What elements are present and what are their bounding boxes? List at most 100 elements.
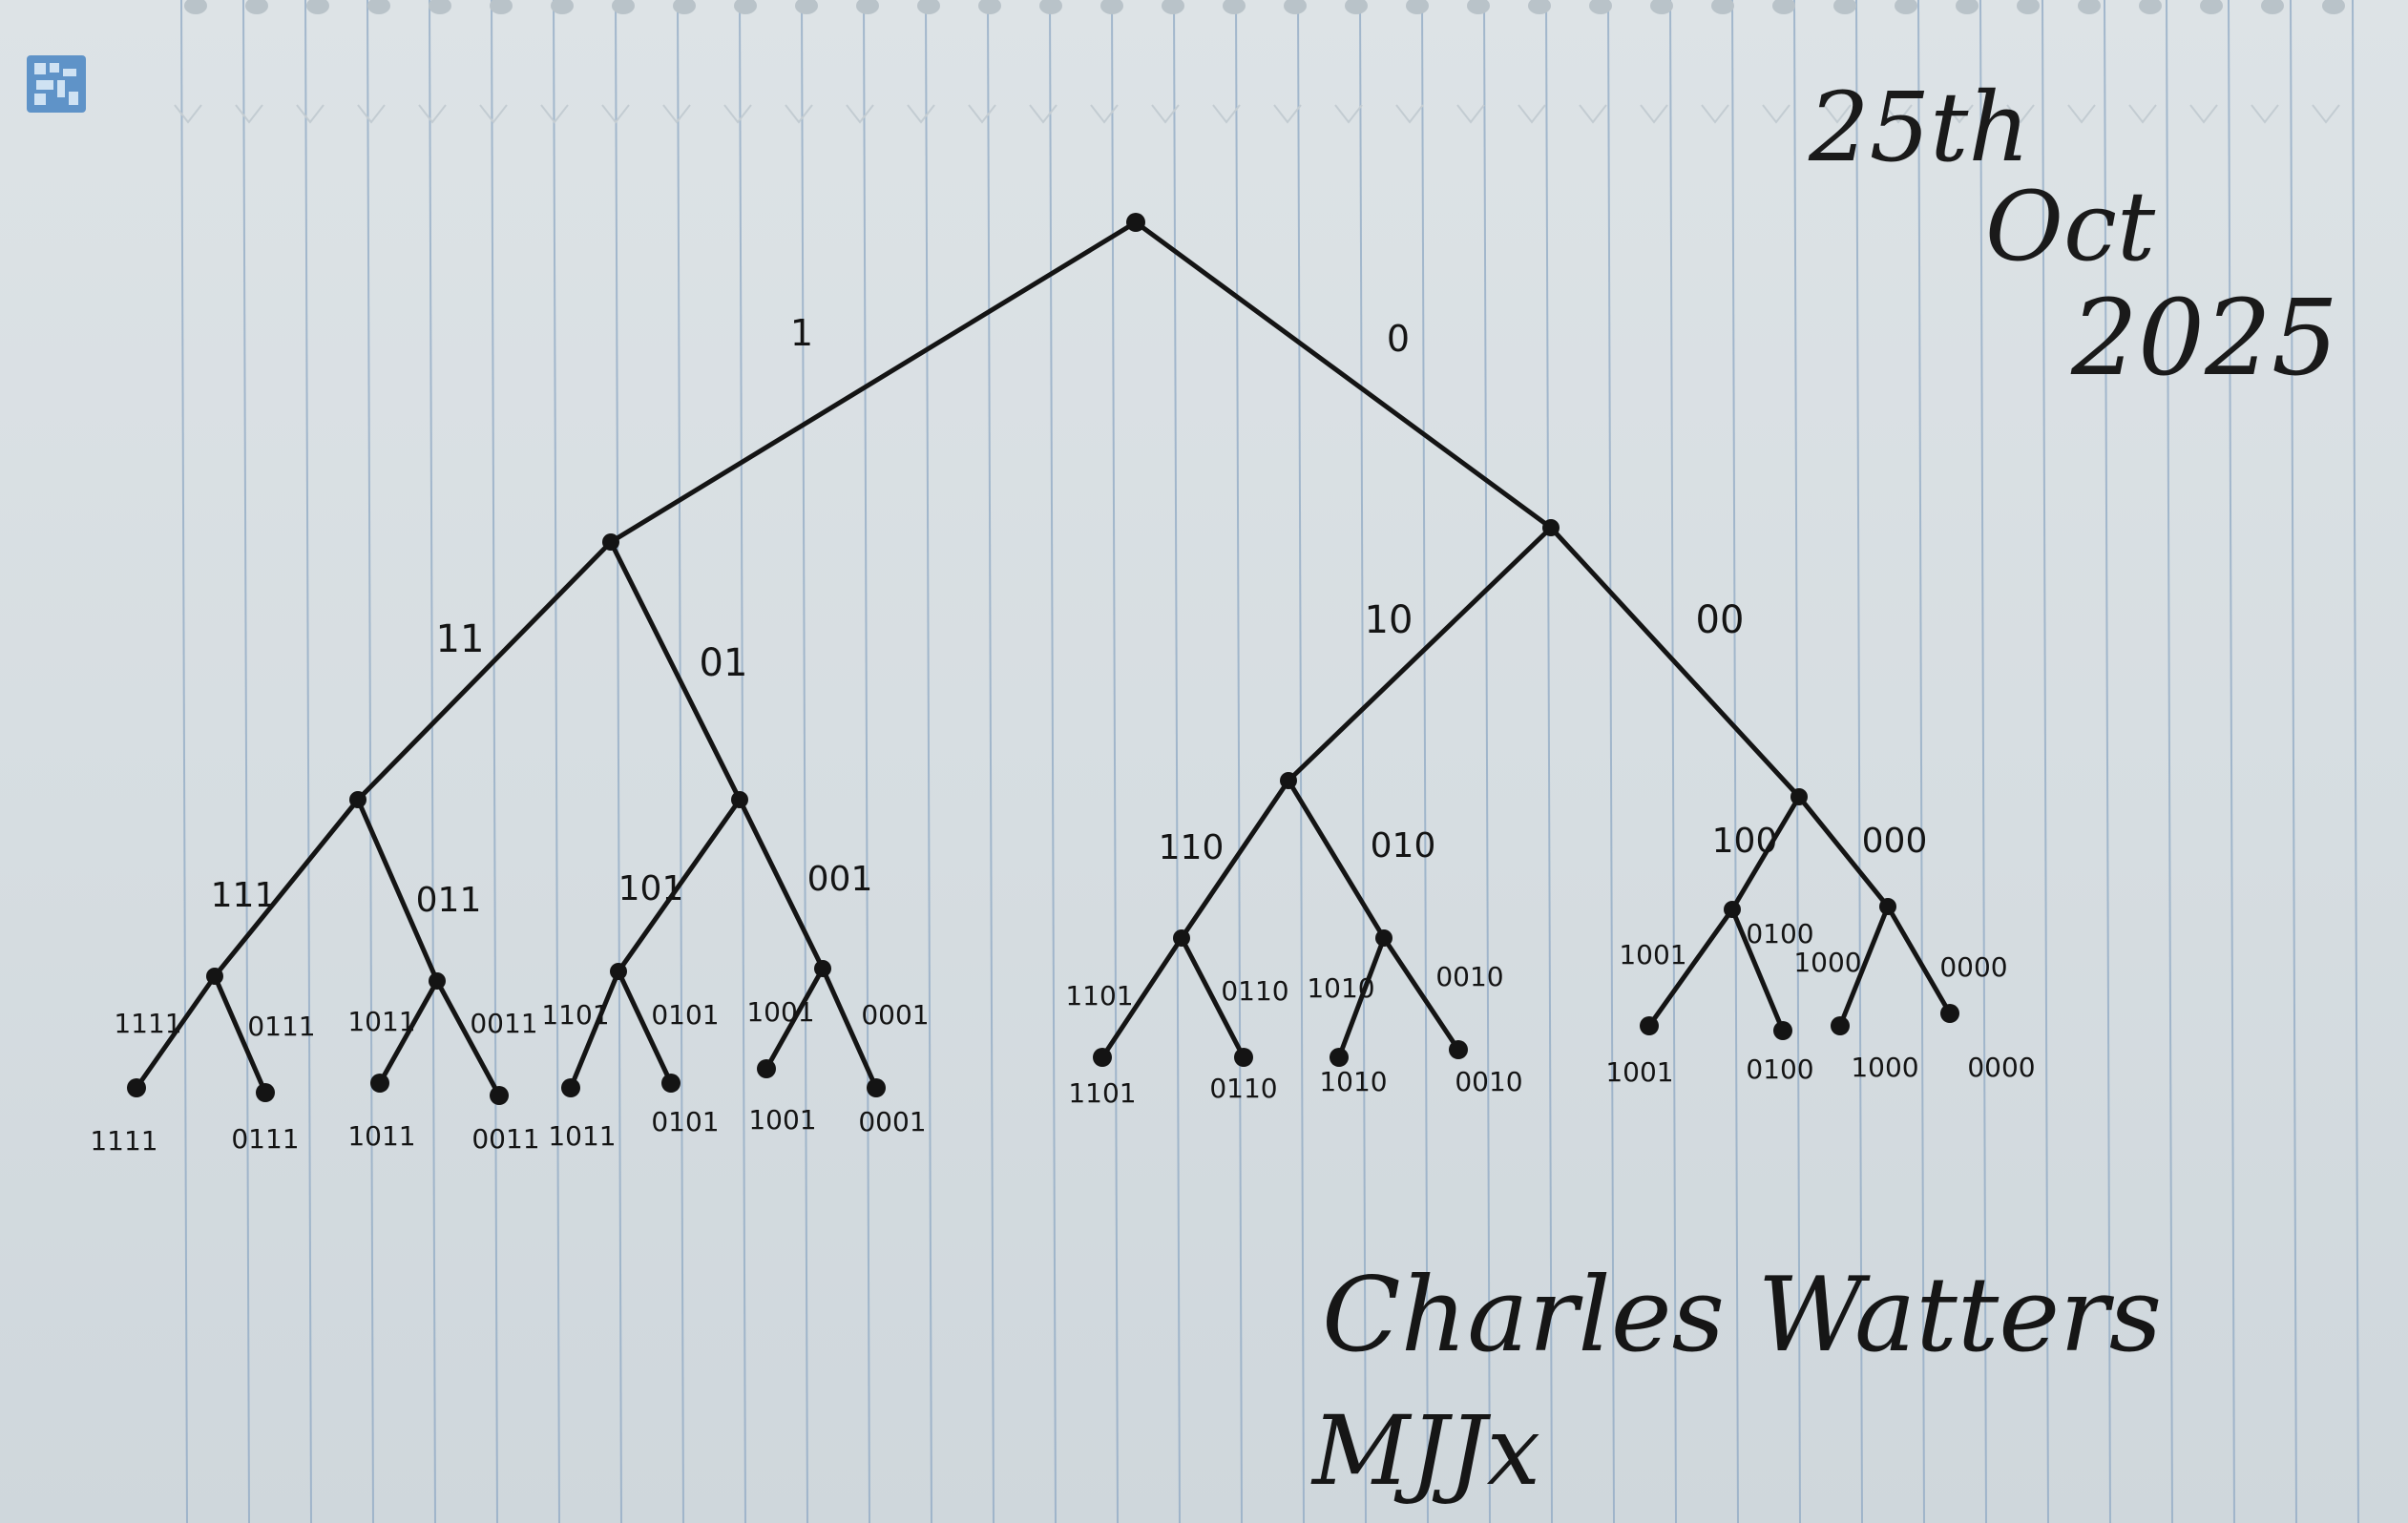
level3-label-7: 000 <box>1862 822 1928 861</box>
edge-l3-4 <box>1179 778 1291 941</box>
node-l3-3 <box>814 960 831 977</box>
level3-label-4: 110 <box>1159 828 1225 867</box>
leaf-node-12 <box>1640 1016 1659 1035</box>
node-l3-1 <box>429 972 446 990</box>
level3-label-5: 010 <box>1371 826 1436 866</box>
level3-label-2: 101 <box>618 869 684 908</box>
level4-edge-label-7: 0001 <box>861 999 929 1031</box>
edge-l4-5 <box>616 969 674 1086</box>
edge-l4-7 <box>820 966 879 1091</box>
tree-nodes <box>127 213 1959 1105</box>
leaf-node-0 <box>127 1078 146 1097</box>
leaf-label-5: 0101 <box>651 1106 719 1137</box>
edge-l2-1 <box>608 539 743 803</box>
edge-l4-2 <box>377 978 440 1086</box>
edge-l4-0 <box>134 973 218 1091</box>
edge-l3-0 <box>212 797 361 979</box>
edge-l3-5 <box>1286 778 1387 941</box>
leaf-node-7 <box>867 1078 886 1097</box>
edge-l2-3 <box>1548 525 1802 800</box>
edge-root-0 <box>608 219 1139 545</box>
leaf-node-1 <box>256 1083 275 1102</box>
leaf-node-13 <box>1773 1021 1792 1040</box>
level3-label-6: 100 <box>1712 822 1778 861</box>
date-line-1: 25th <box>1808 72 2030 183</box>
edge-l3-7 <box>1796 794 1891 909</box>
level4-edge-label-5: 0101 <box>651 999 719 1031</box>
node-l3-5 <box>1375 929 1392 947</box>
node-l3-6 <box>1724 901 1741 918</box>
node-l2-0 <box>349 791 366 808</box>
edge-l3-2 <box>616 797 743 974</box>
level2-label-2: 10 <box>1365 598 1413 642</box>
leaf-label-12: 1001 <box>1605 1056 1673 1088</box>
level4-edge-label-9: 0110 <box>1221 975 1288 1007</box>
leaf-node-5 <box>661 1074 681 1093</box>
edge-l4-6 <box>764 966 826 1072</box>
edge-l3-3 <box>737 797 826 971</box>
node-l1-0 <box>602 533 619 551</box>
leaf-label-0: 1111 <box>90 1125 157 1157</box>
leaf-label-14: 1000 <box>1851 1052 1918 1083</box>
level2-label-1: 01 <box>700 641 748 685</box>
leaf-node-8 <box>1093 1048 1112 1067</box>
leaf-label-15: 0000 <box>1967 1052 2035 1083</box>
leaf-label-9: 0110 <box>1209 1073 1277 1104</box>
node-l1-1 <box>1542 519 1560 536</box>
date-line-2: Oct <box>1985 171 2156 282</box>
level3-label-3: 001 <box>807 860 873 899</box>
edge-l4-4 <box>568 969 621 1091</box>
leaf-node-4 <box>561 1078 580 1097</box>
edge-l3-6 <box>1729 794 1802 912</box>
edge-l4-1 <box>212 973 268 1095</box>
node-l3-0 <box>206 968 223 985</box>
level4-edge-label-4: 1101 <box>541 999 609 1031</box>
leaf-label-3: 0011 <box>471 1123 539 1155</box>
leaf-node-6 <box>757 1059 776 1078</box>
edge-l2-0 <box>355 539 614 803</box>
node-l3-2 <box>610 963 627 980</box>
node-l2-1 <box>731 791 748 808</box>
leaf-node-9 <box>1234 1048 1253 1067</box>
level4-edge-label-0: 1111 <box>114 1008 181 1039</box>
root-edge-label-1: 0 <box>1387 318 1410 360</box>
leaf-label-4: 1011 <box>548 1120 616 1152</box>
node-l2-3 <box>1790 788 1808 805</box>
leaf-node-2 <box>370 1074 389 1093</box>
spiral-binding <box>174 0 2345 124</box>
date-line-3: 2025 <box>2070 277 2338 399</box>
node-l3-7 <box>1879 898 1896 915</box>
leaf-label-10: 1010 <box>1319 1066 1387 1097</box>
level4-edge-label-10: 1010 <box>1307 972 1374 1004</box>
leaf-node-11 <box>1449 1040 1468 1059</box>
level4-edge-label-1: 0111 <box>247 1011 315 1042</box>
leaf-node-3 <box>490 1086 509 1105</box>
edge-l4-10 <box>1336 935 1387 1060</box>
node-l2-2 <box>1280 772 1297 789</box>
root-node <box>1126 213 1145 232</box>
leaf-label-11: 0010 <box>1455 1066 1522 1097</box>
leaf-node-14 <box>1831 1016 1850 1035</box>
edge-l4-14 <box>1837 904 1891 1029</box>
leaf-label-1: 0111 <box>231 1123 299 1155</box>
level3-label-1: 011 <box>416 881 482 920</box>
leaf-label-13: 0100 <box>1746 1054 1813 1085</box>
edge-l2-2 <box>1286 525 1554 783</box>
leaf-label-6: 1001 <box>748 1104 816 1136</box>
level4-edge-label-15: 0000 <box>1939 951 2007 983</box>
signature-name: Charles Watters <box>1322 1256 2162 1375</box>
level4-edge-label-11: 0010 <box>1435 961 1503 992</box>
edge-l4-13 <box>1729 907 1786 1033</box>
level4-edge-label-12: 1001 <box>1619 939 1686 970</box>
edge-l4-8 <box>1099 935 1184 1060</box>
level2-label-0: 11 <box>436 617 485 661</box>
level3-label-0: 111 <box>211 876 277 915</box>
ruled-lines <box>180 0 2359 1523</box>
edge-l4-3 <box>434 978 502 1098</box>
edge-l4-11 <box>1381 935 1461 1053</box>
leaf-label-8: 1101 <box>1068 1077 1136 1109</box>
level4-edge-label-14: 1000 <box>1793 947 1861 978</box>
edge-l4-12 <box>1646 907 1735 1029</box>
